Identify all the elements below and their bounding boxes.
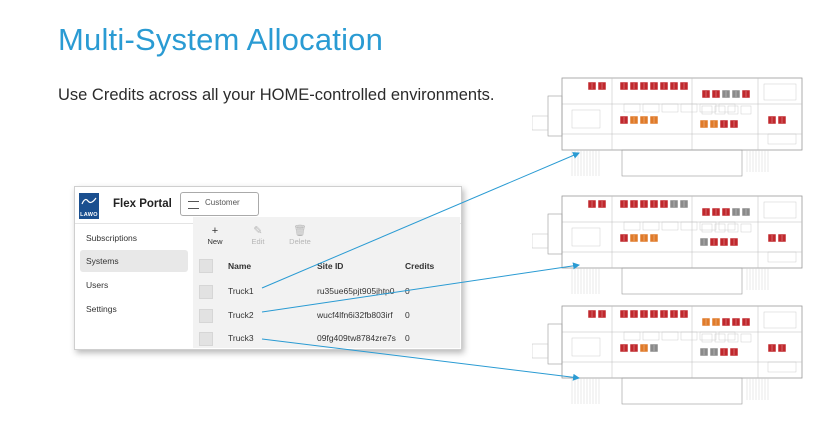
slide-title: Multi-System Allocation: [58, 22, 384, 57]
row-credits: 0: [405, 333, 410, 343]
sidebar-item-users[interactable]: Users: [86, 280, 109, 290]
table-row[interactable]: Truck2 wucf4lfn6i32fb803irf 0: [193, 304, 460, 326]
floor-plan-drawing: [532, 195, 803, 295]
logo-text: LAWO: [80, 212, 98, 218]
edit-label: Edit: [251, 237, 265, 246]
table-row[interactable]: Truck1 ru35ue65pjt905jhtp0 0: [193, 280, 460, 302]
column-site-id: Site ID: [317, 261, 344, 271]
customer-label: Customer: [205, 198, 240, 207]
select-all-checkbox[interactable]: [199, 259, 213, 273]
portal-header: LAWO Flex Portal Customer: [75, 187, 461, 224]
row-credits: 0: [405, 310, 410, 320]
row-checkbox[interactable]: [199, 332, 213, 346]
floor-plan-3: [532, 304, 817, 416]
systems-panel: + New ✎ Edit 🗑 Delete Name Site ID Credi…: [193, 217, 460, 348]
floor-plan-drawing: [532, 305, 803, 405]
slide-subtitle: Use Credits across all your HOME-control…: [58, 86, 495, 104]
lawo-logo: LAWO: [79, 193, 99, 219]
column-credits: Credits: [405, 261, 435, 271]
arrow-truck3: [261, 338, 580, 381]
flex-portal-window: LAWO Flex Portal Customer Subscriptions …: [74, 186, 462, 350]
row-credits: 0: [405, 286, 410, 296]
sidebar-item-settings[interactable]: Settings: [86, 304, 117, 314]
row-name: Truck1: [228, 286, 254, 296]
new-button[interactable]: + New: [200, 225, 230, 246]
row-name: Truck3: [228, 333, 254, 343]
sidebar-item-systems[interactable]: Systems: [80, 250, 188, 272]
arrow-truck2: [261, 262, 580, 313]
customer-select[interactable]: Customer: [180, 192, 259, 216]
arrow-truck1: [261, 152, 580, 289]
menu-icon: [188, 201, 199, 209]
edit-button[interactable]: ✎ Edit: [243, 225, 273, 246]
row-checkbox[interactable]: [199, 309, 213, 323]
row-name: Truck2: [228, 310, 254, 320]
table-row[interactable]: Truck3 09fg409tw8784zre7s 0: [193, 327, 460, 349]
portal-title: Flex Portal: [113, 198, 172, 210]
row-checkbox[interactable]: [199, 285, 213, 299]
floor-plan-drawing: [532, 77, 803, 177]
row-site-id: wucf4lfn6i32fb803irf: [317, 310, 393, 320]
plus-icon: +: [211, 225, 219, 237]
floor-plan-1: [532, 76, 817, 188]
trash-icon: 🗑: [293, 225, 307, 237]
new-label: New: [207, 237, 223, 246]
delete-button[interactable]: 🗑 Delete: [285, 225, 315, 246]
floor-plan-2: [532, 194, 817, 306]
row-site-id: ru35ue65pjt905jhtp0: [317, 286, 395, 296]
delete-label: Delete: [289, 237, 311, 246]
column-name: Name: [228, 261, 252, 271]
sidebar-item-subscriptions[interactable]: Subscriptions: [86, 233, 138, 243]
pencil-icon: ✎: [253, 225, 263, 237]
row-site-id: 09fg409tw8784zre7s: [317, 333, 396, 343]
logo-wave-icon: [81, 197, 97, 205]
